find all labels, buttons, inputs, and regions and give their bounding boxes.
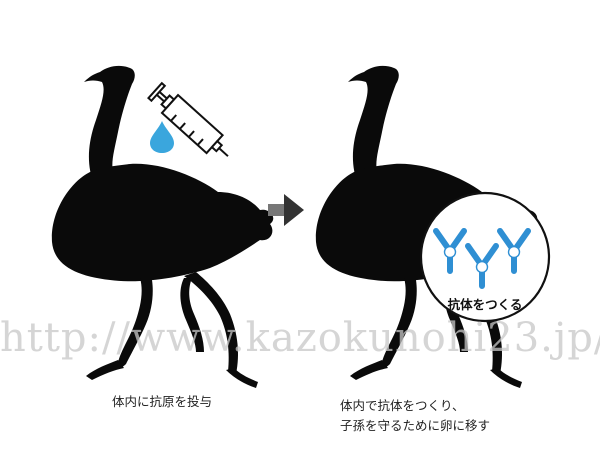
caption-right-line1: 体内で抗体をつくり、 xyxy=(340,398,465,413)
syringe-icon xyxy=(147,81,229,157)
droplet-icon xyxy=(150,121,174,153)
caption-left: 体内に抗原を投与 xyxy=(112,394,213,409)
caption-right-line2: 子孫を守るために卵に移す xyxy=(340,418,491,433)
arrow-right-icon xyxy=(268,194,304,226)
badge-label: 抗体をつくる xyxy=(447,297,523,312)
antibody-badge xyxy=(419,191,551,323)
caption-right: 体内で抗体をつくり、 子孫を守るために卵に移す xyxy=(340,396,490,436)
watermark-text: http://www.kazokunohi23.jp/ xyxy=(0,315,600,361)
antibody-faces xyxy=(443,245,521,274)
